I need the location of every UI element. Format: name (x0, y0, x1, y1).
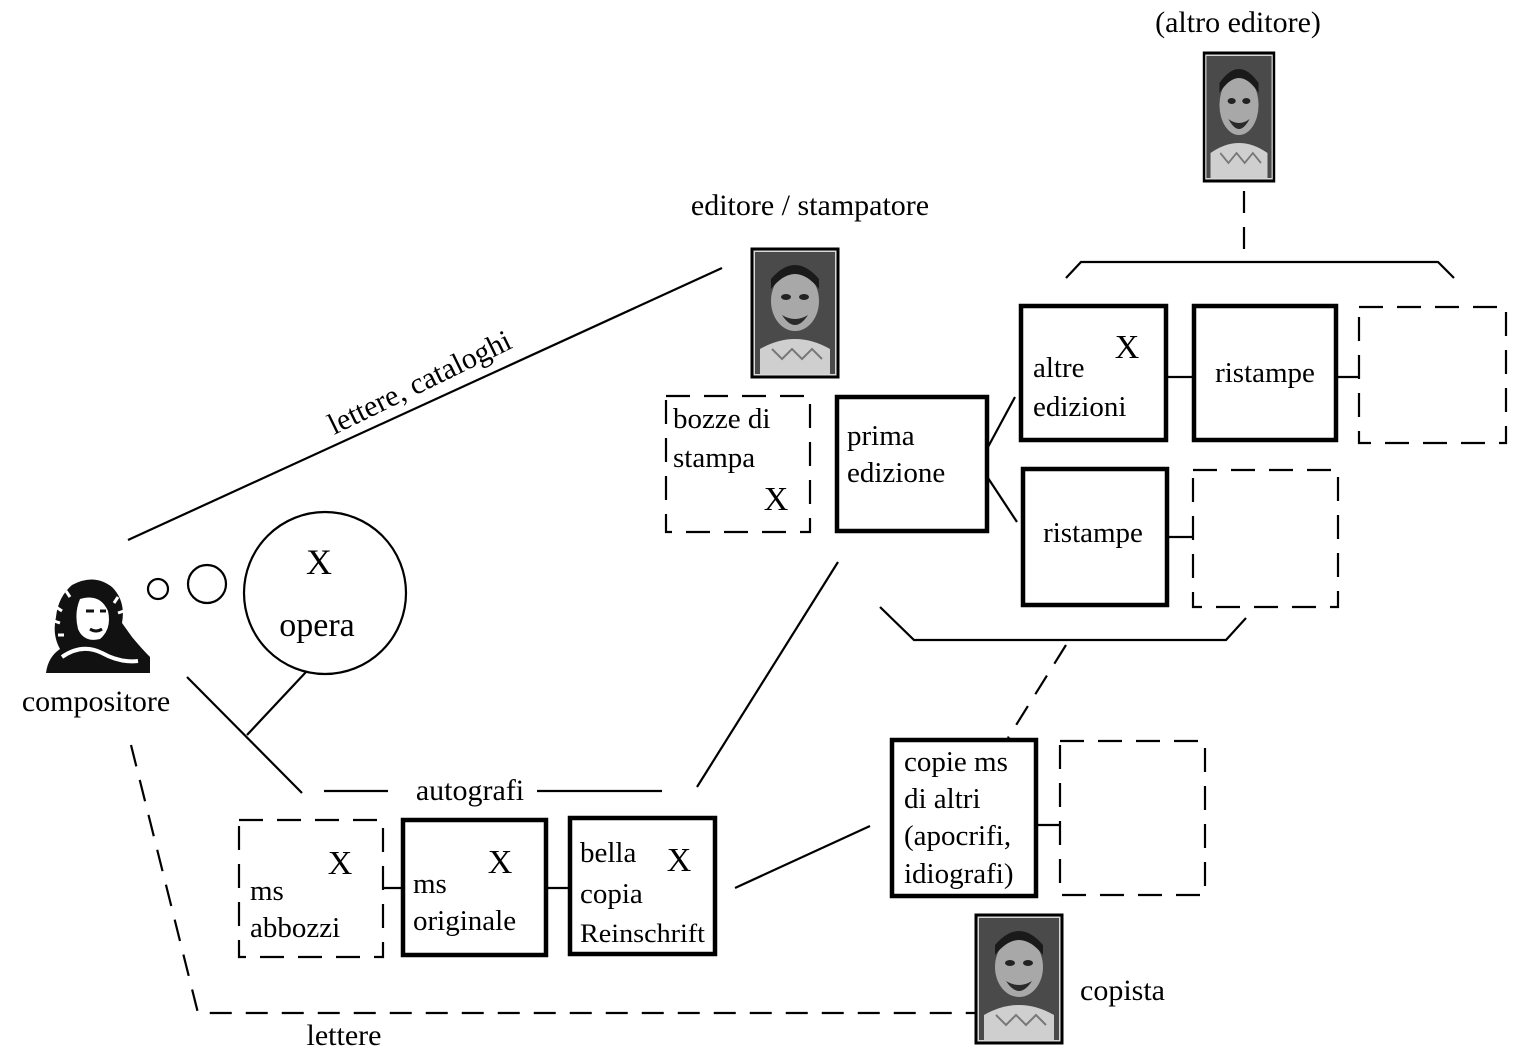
altre-edizioni-line-1: altre (1033, 352, 1085, 384)
copie-ms-line-1: copie ms (904, 746, 1008, 778)
dashed-lines (129, 191, 1246, 1015)
bozze-marker: X (764, 481, 789, 518)
connector-lines (127, 260, 1455, 890)
ms-abbozzi-line-2: abbozzi (250, 912, 340, 944)
ms-abbozzi-box (237, 818, 385, 959)
ristampe-top-label: ristampe (1215, 357, 1315, 389)
opera-label: opera (279, 607, 355, 644)
solid-boxes (400, 303, 1339, 958)
line-compositore-autografi (186, 676, 303, 794)
ms-originale-marker: X (488, 844, 513, 881)
ms-originale-box (400, 817, 549, 958)
copie-ms-box (889, 737, 1039, 899)
line-bella-copie (734, 825, 871, 889)
composer-figure-icon (42, 577, 150, 677)
line-prima-ristampe (987, 477, 1018, 523)
ristampe-mid-box (1020, 466, 1170, 608)
line-prima-altre (987, 396, 1016, 448)
ms-originale-line-2: originale (413, 905, 516, 937)
copie-ms-line-4: idiografi) (904, 858, 1014, 890)
bracket-top (1065, 260, 1455, 279)
copista-label: copista (1080, 974, 1165, 1007)
lettere-cataloghi-label: lettere, cataloghi (323, 324, 517, 441)
bozze-line-1: bozze di (673, 403, 770, 435)
ristampe-mid-label: ristampe (1043, 517, 1143, 549)
ristampe-top-box (1191, 303, 1339, 443)
editore-stampatore-label: editore / stampatore (691, 189, 929, 222)
line-bracket-copie (1007, 644, 1067, 739)
empty-box-top (1357, 305, 1508, 445)
thought-bubble-medium (186, 563, 228, 605)
bozze-box (664, 394, 812, 534)
opera-circle (242, 510, 408, 676)
bella-copia-line-3: Reinschrift (580, 919, 706, 948)
prima-edizione-line-2: edizione (847, 457, 945, 489)
line-autografi-prima-edizione (696, 561, 839, 788)
copie-ms-line-2: di altri (904, 783, 981, 815)
bozze-line-2: stampa (673, 442, 755, 474)
bracket-bottom (879, 606, 1247, 642)
empty-box-copie (1058, 739, 1207, 897)
bella-copia-line-2: copia (580, 878, 643, 910)
ms-abbozzi-line-1: ms (250, 875, 284, 907)
empty-box-mid (1191, 468, 1340, 609)
bella-copia-box (567, 815, 718, 957)
copie-ms-line-3: (apocrifi, (904, 820, 1011, 852)
thought-bubble-small (146, 577, 170, 601)
altro-editore-portrait-icon (1202, 51, 1276, 183)
copista-portrait-icon (974, 913, 1064, 1045)
autografi-label: autografi (416, 774, 524, 807)
prima-edizione-box (834, 394, 990, 534)
line-opera-branch (246, 671, 307, 736)
bella-copia-line-1: bella (580, 837, 636, 869)
opera-marker: X (306, 542, 332, 582)
ms-abbozzi-marker: X (328, 845, 353, 882)
lettere-label: lettere (307, 1019, 382, 1050)
compositore-label: compositore (22, 685, 170, 718)
bella-copia-marker: X (667, 842, 692, 879)
altre-edizioni-line-2: edizioni (1033, 391, 1126, 423)
line-lettere-copista (129, 744, 976, 1015)
altre-edizioni-marker: X (1115, 329, 1140, 366)
prima-edizione-line-1: prima (847, 420, 915, 452)
altre-edizioni-box (1018, 303, 1169, 443)
editore-portrait-icon (750, 247, 840, 379)
altro-editore-label: (altro editore) (1155, 6, 1321, 39)
line-compositore-editore (127, 266, 723, 542)
ms-originale-line-1: ms (413, 868, 447, 900)
dashed-boxes (237, 305, 1508, 959)
